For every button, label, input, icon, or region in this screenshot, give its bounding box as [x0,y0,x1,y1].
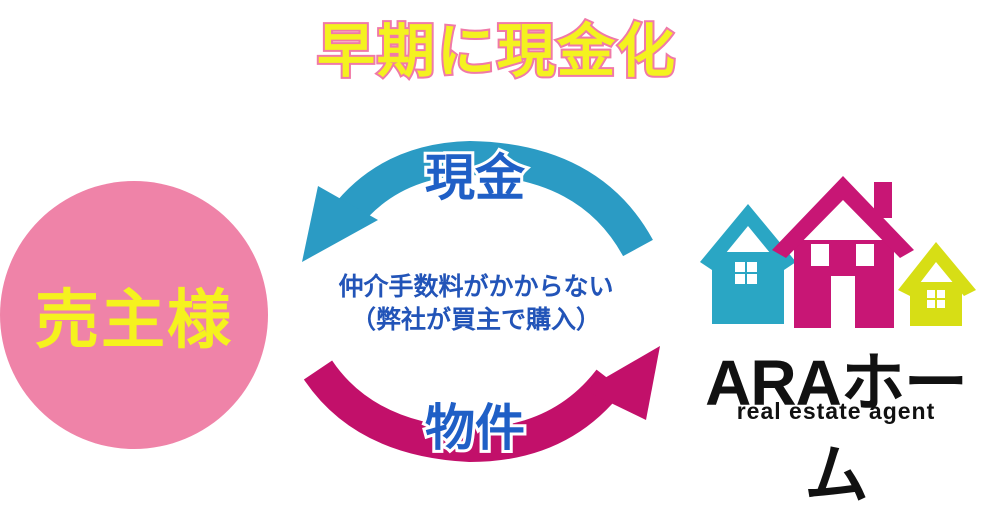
flow-arrows [302,140,976,463]
goods-arrow [303,360,624,463]
seller-circle: 売主様 [0,181,268,449]
magenta-house-icon [772,176,914,328]
cash-arrow [331,140,653,257]
no-commission-text: 仲介手数料がかからない [338,272,614,301]
yellow-house-icon [898,242,976,326]
headline-title: 早期に現金化 [315,15,677,87]
blue-house-icon [700,204,796,324]
cash-label: 現金 [422,146,528,210]
seller-label: 売主様 [35,284,233,358]
company-logo-houses [700,176,976,328]
center-note: 仲介手数料がかからない （弊社が買主で購入） [286,270,666,336]
cash-arrowhead [302,186,378,262]
company-tagline: real estate agent [736,398,936,424]
property-label: 物件 [422,396,528,460]
purchase-note-text: （弊社が買主で購入） [350,305,601,334]
goods-arrowhead [584,346,660,420]
